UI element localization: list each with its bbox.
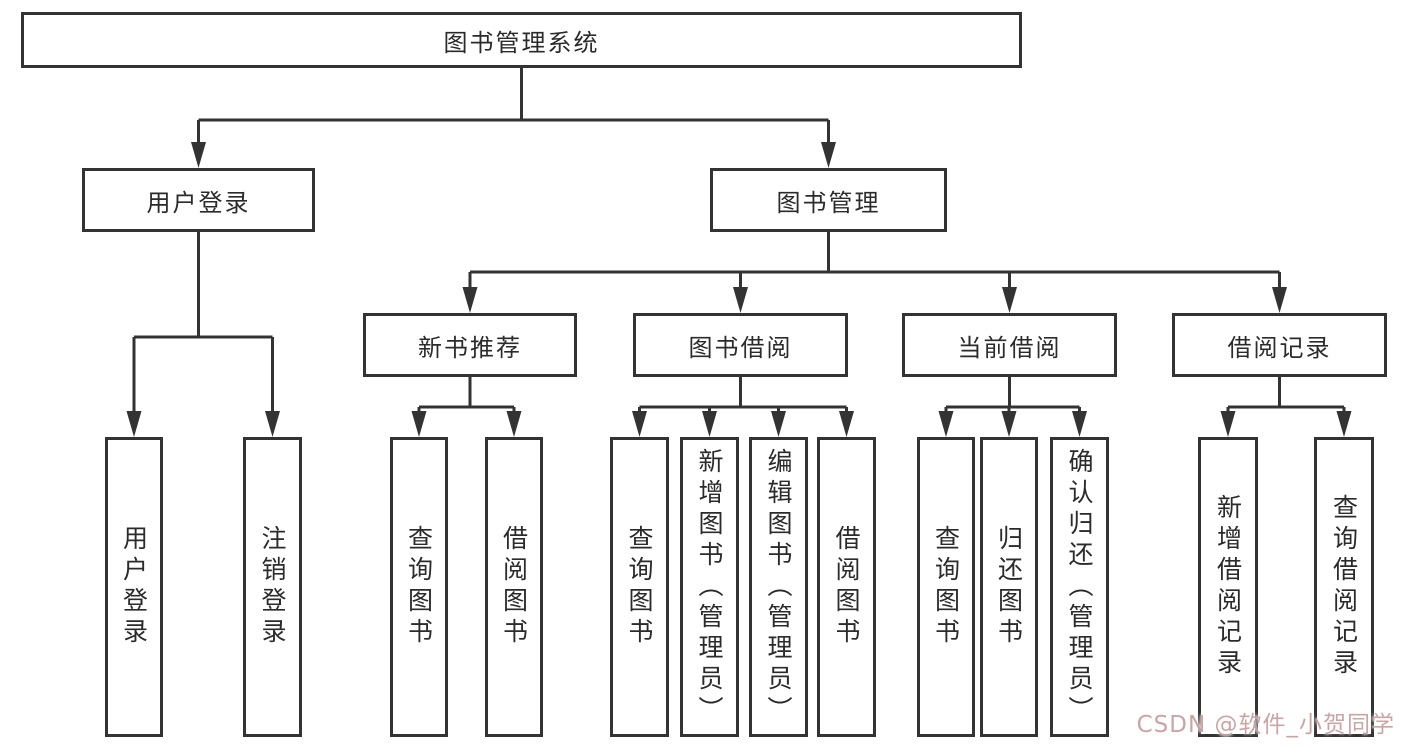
arrowhead — [702, 411, 717, 437]
connector-path — [638, 377, 848, 413]
node-label: 查询图书 — [625, 525, 654, 649]
node-label: 图书管理 — [776, 188, 881, 217]
node-user-login: 用户登录 — [82, 168, 315, 232]
arrowhead — [733, 287, 748, 313]
node-label: 归还图书 — [994, 525, 1024, 649]
node-label: 新增借阅记录 — [1213, 494, 1243, 680]
arrowhead — [938, 411, 954, 437]
leaf-borrow-books-recommend: 借阅图书 — [485, 437, 543, 737]
connector-user-login-children — [126, 232, 280, 437]
leaf-query-books-borrowing: 查询图书 — [610, 437, 669, 737]
connector-path — [944, 377, 1081, 413]
node-label: 用户登录 — [146, 188, 251, 217]
leaf-add-books-admin: 新增图书（管理员） — [680, 437, 739, 737]
arrowhead — [632, 411, 647, 437]
connector-path — [197, 68, 830, 144]
node-label: 编辑图书（管理员） — [764, 447, 793, 727]
node-label: 查询图书 — [931, 525, 961, 649]
connector-book-management-children — [462, 232, 1287, 313]
arrowhead — [1072, 411, 1087, 437]
node-book-management: 图书管理 — [710, 168, 947, 232]
arrowhead — [1001, 411, 1017, 437]
node-book-borrowing: 图书借阅 — [633, 313, 848, 377]
node-label: 新书推荐 — [418, 333, 522, 362]
node-new-book-recommendation: 新书推荐 — [363, 313, 577, 377]
connector-path — [132, 232, 274, 413]
arrowhead — [191, 142, 206, 168]
leaf-query-books-current: 查询图书 — [917, 437, 975, 737]
node-label: 新增图书（管理员） — [695, 447, 724, 727]
arrowhead — [265, 411, 280, 437]
arrowhead — [771, 411, 786, 437]
connector-path — [417, 377, 516, 413]
arrowhead — [462, 287, 478, 313]
leaf-query-books-recommend: 查询图书 — [390, 437, 448, 737]
leaf-add-borrowing-record: 新增借阅记录 — [1198, 437, 1258, 737]
arrowhead — [1272, 287, 1287, 313]
leaf-user-login: 用户登录 — [105, 437, 163, 737]
csdn-watermark: CSDN @软件_小贺同学 — [1136, 712, 1395, 738]
arrowhead — [1002, 287, 1017, 313]
connector-book-borrowing-children — [632, 377, 854, 437]
connector-new-book-children — [411, 377, 522, 437]
connector-path — [1226, 377, 1346, 413]
connector-path — [468, 232, 1281, 289]
arrowhead — [821, 142, 836, 168]
node-label: 借阅图书 — [832, 525, 861, 649]
node-borrowing-records: 借阅记录 — [1172, 313, 1387, 377]
arrowhead — [1220, 411, 1236, 437]
node-label: 借阅图书 — [499, 525, 529, 649]
connector-root-to-level2 — [191, 68, 836, 168]
connector-borrowing-records-children — [1220, 377, 1352, 437]
leaf-borrow-books: 借阅图书 — [817, 437, 876, 737]
arrowhead — [1336, 411, 1352, 437]
leaf-query-borrowing-record: 查询借阅记录 — [1314, 437, 1374, 737]
node-current-borrowing: 当前借阅 — [902, 313, 1117, 377]
node-label: 用户登录 — [119, 525, 149, 649]
leaf-logout: 注销登录 — [243, 437, 302, 737]
arrowhead — [411, 411, 427, 437]
node-label: 查询图书 — [404, 525, 434, 649]
arrowhead — [839, 411, 854, 437]
leaf-return-books: 归还图书 — [980, 437, 1038, 737]
node-label: 图书借阅 — [688, 333, 793, 362]
arrowhead — [126, 411, 142, 437]
node-label: 确认归还（管理员） — [1065, 447, 1094, 727]
node-label: 图书管理系统 — [443, 28, 600, 57]
leaf-confirm-return-admin: 确认归还（管理员） — [1050, 437, 1109, 737]
connector-current-borrowing-children — [938, 377, 1087, 437]
node-label: 查询借阅记录 — [1329, 494, 1359, 680]
node-label: 当前借阅 — [957, 333, 1062, 362]
arrowhead — [506, 411, 522, 437]
node-label: 借阅记录 — [1227, 333, 1332, 362]
node-library-management-system: 图书管理系统 — [21, 12, 1022, 68]
node-label: 注销登录 — [258, 525, 287, 649]
leaf-edit-books-admin: 编辑图书（管理员） — [749, 437, 808, 737]
